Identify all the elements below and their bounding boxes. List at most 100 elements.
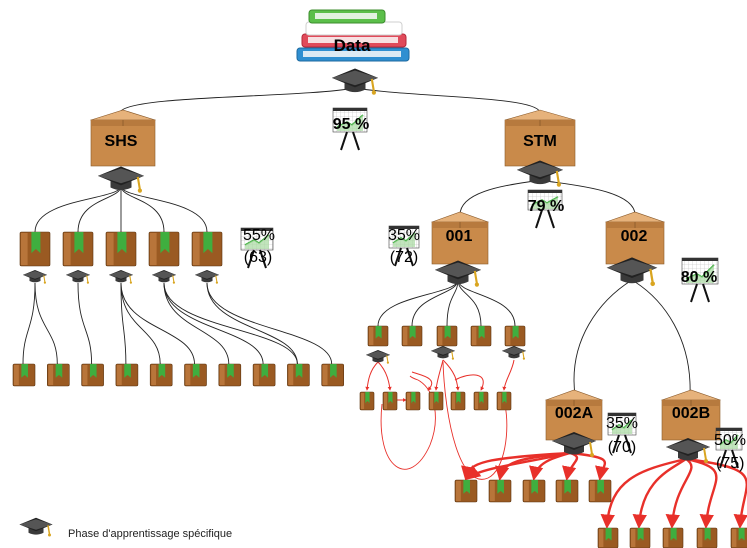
graduation-cap-icon — [552, 432, 596, 457]
tree-edge — [457, 279, 482, 327]
shs-label: SHS — [105, 133, 138, 150]
arrow-edge — [377, 361, 392, 391]
tree-edge — [120, 282, 195, 365]
tree-edge — [119, 87, 356, 113]
stacked-books-icon — [296, 9, 410, 62]
graduation-cap-icon — [22, 269, 48, 284]
arrow-edge — [454, 374, 485, 391]
book-icon — [12, 363, 36, 387]
book-icon — [473, 391, 489, 411]
label-001: 001 — [446, 228, 473, 245]
box-002 — [604, 211, 666, 265]
tree-edge — [120, 282, 161, 365]
graduation-cap-icon — [108, 269, 134, 284]
book-icon — [454, 479, 478, 503]
tree-edge — [77, 185, 122, 233]
graduation-cap-icon — [365, 349, 391, 364]
book-icon — [19, 231, 51, 267]
book-icon — [105, 231, 137, 267]
legend-text: Phase d'apprentissage spécifique — [68, 528, 233, 540]
tree-edge — [34, 185, 122, 233]
graduation-cap-icon — [434, 260, 482, 287]
book-icon — [401, 325, 423, 347]
graduation-cap-icon — [151, 269, 177, 284]
tree-edge — [120, 282, 127, 365]
tree-edge — [631, 279, 691, 396]
tree-edge — [573, 279, 633, 396]
graduation-cap-icon — [97, 166, 145, 193]
chart-easel-icon — [715, 427, 743, 469]
chart-easel-icon — [527, 189, 563, 229]
percent-002b: 50% — [714, 432, 746, 449]
stm-label: STM — [523, 133, 557, 150]
book-icon — [218, 363, 242, 387]
book-icon — [252, 363, 276, 387]
tree-edge — [446, 279, 459, 327]
tree-edge — [163, 282, 264, 365]
arrow-edge — [434, 359, 444, 391]
book-icon — [367, 325, 389, 347]
book-icon — [450, 391, 466, 411]
stm-percent: 79 % — [528, 198, 564, 215]
tree-edge — [22, 282, 36, 365]
book-icon — [504, 325, 526, 347]
label-002a: 002A — [555, 405, 594, 422]
shs-count: (63) — [244, 249, 272, 266]
book-icon — [81, 363, 104, 387]
book-icon — [496, 391, 512, 411]
label-002b: 002B — [672, 405, 710, 422]
graduation-cap-icon — [194, 269, 220, 284]
arrow-edge — [411, 371, 433, 391]
arrow-edge — [380, 375, 436, 470]
box-001 — [431, 211, 489, 265]
book-icon — [428, 391, 444, 411]
chart-easel-icon — [332, 107, 368, 151]
tree-edge — [163, 282, 298, 365]
graduation-cap-icon — [666, 438, 710, 463]
book-icon — [555, 479, 579, 503]
graduation-cap-icon — [516, 160, 564, 187]
book-icon — [359, 391, 375, 411]
arrow-edge — [665, 457, 693, 529]
graduation-cap-icon — [331, 68, 379, 95]
book-icon — [588, 479, 612, 503]
book-icon — [321, 363, 345, 387]
arrow-edge — [495, 451, 571, 481]
book-icon — [488, 479, 512, 503]
label-002: 002 — [621, 228, 648, 245]
book-icon — [115, 363, 139, 387]
percent-002: 80 % — [681, 269, 717, 286]
tree-edge — [77, 282, 93, 365]
count-002b: (75) — [716, 455, 744, 472]
arrow-edge — [365, 361, 379, 391]
count-002a: (70) — [608, 439, 636, 456]
book-icon — [470, 325, 492, 347]
arrow-edge — [465, 451, 571, 480]
book-icon — [405, 391, 421, 411]
book-icon — [149, 363, 173, 387]
book-icon — [597, 527, 619, 548]
tree-edge — [120, 185, 208, 233]
arrow-edge — [600, 457, 687, 529]
tree-edge — [120, 185, 165, 233]
tree-edge — [411, 279, 459, 327]
tree-edge — [354, 87, 541, 113]
percent-002a: 35% — [606, 415, 638, 432]
book-icon — [62, 231, 94, 267]
tree-edge — [34, 282, 58, 365]
percent-001: 35% — [388, 227, 420, 244]
chart-easel-icon — [388, 225, 420, 267]
arrow-edge — [685, 457, 747, 529]
arrow-edge — [685, 457, 718, 529]
book-icon — [287, 363, 310, 387]
tree-edge — [163, 282, 230, 365]
count-001: (72) — [390, 249, 418, 266]
book-icon — [436, 325, 458, 347]
tree-edge — [206, 282, 333, 365]
arrow-edge — [442, 359, 460, 391]
shs-box — [89, 109, 157, 167]
stm-box — [504, 109, 576, 167]
book-icon — [629, 527, 651, 548]
